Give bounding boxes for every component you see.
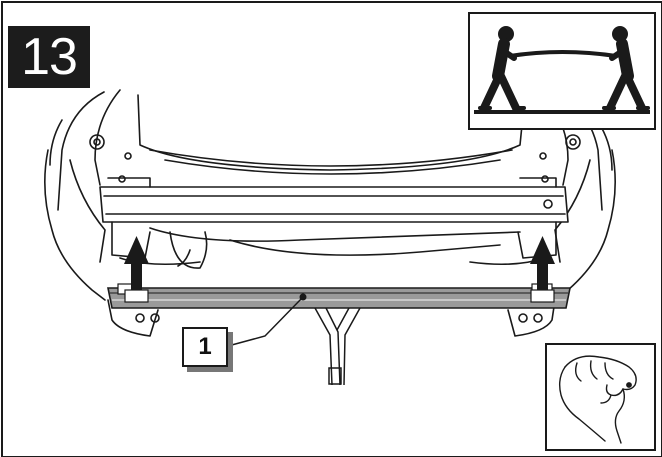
right-quarter-panel bbox=[555, 149, 616, 301]
hand-pinch-inset bbox=[545, 343, 656, 451]
hand-pinch-icon bbox=[558, 355, 637, 444]
step-number-badge: 13 bbox=[8, 26, 90, 88]
tow-bar-crossbeam bbox=[107, 283, 571, 309]
tow-hook-neck bbox=[314, 307, 361, 386]
two-people-carrying-inset bbox=[468, 12, 656, 130]
tailgate-outline bbox=[137, 94, 526, 171]
left-quarter-panel bbox=[44, 149, 106, 301]
arrow-up-icon-right bbox=[530, 236, 555, 303]
callout-label-1: 1 bbox=[182, 327, 228, 367]
callout-leader bbox=[227, 293, 307, 347]
two-people-carrying-icon bbox=[474, 26, 650, 114]
right-bumper-corner bbox=[507, 299, 556, 337]
arrow-up-icon-left bbox=[124, 236, 149, 303]
left-bumper-corner bbox=[107, 299, 159, 337]
crash-beam bbox=[99, 186, 569, 223]
